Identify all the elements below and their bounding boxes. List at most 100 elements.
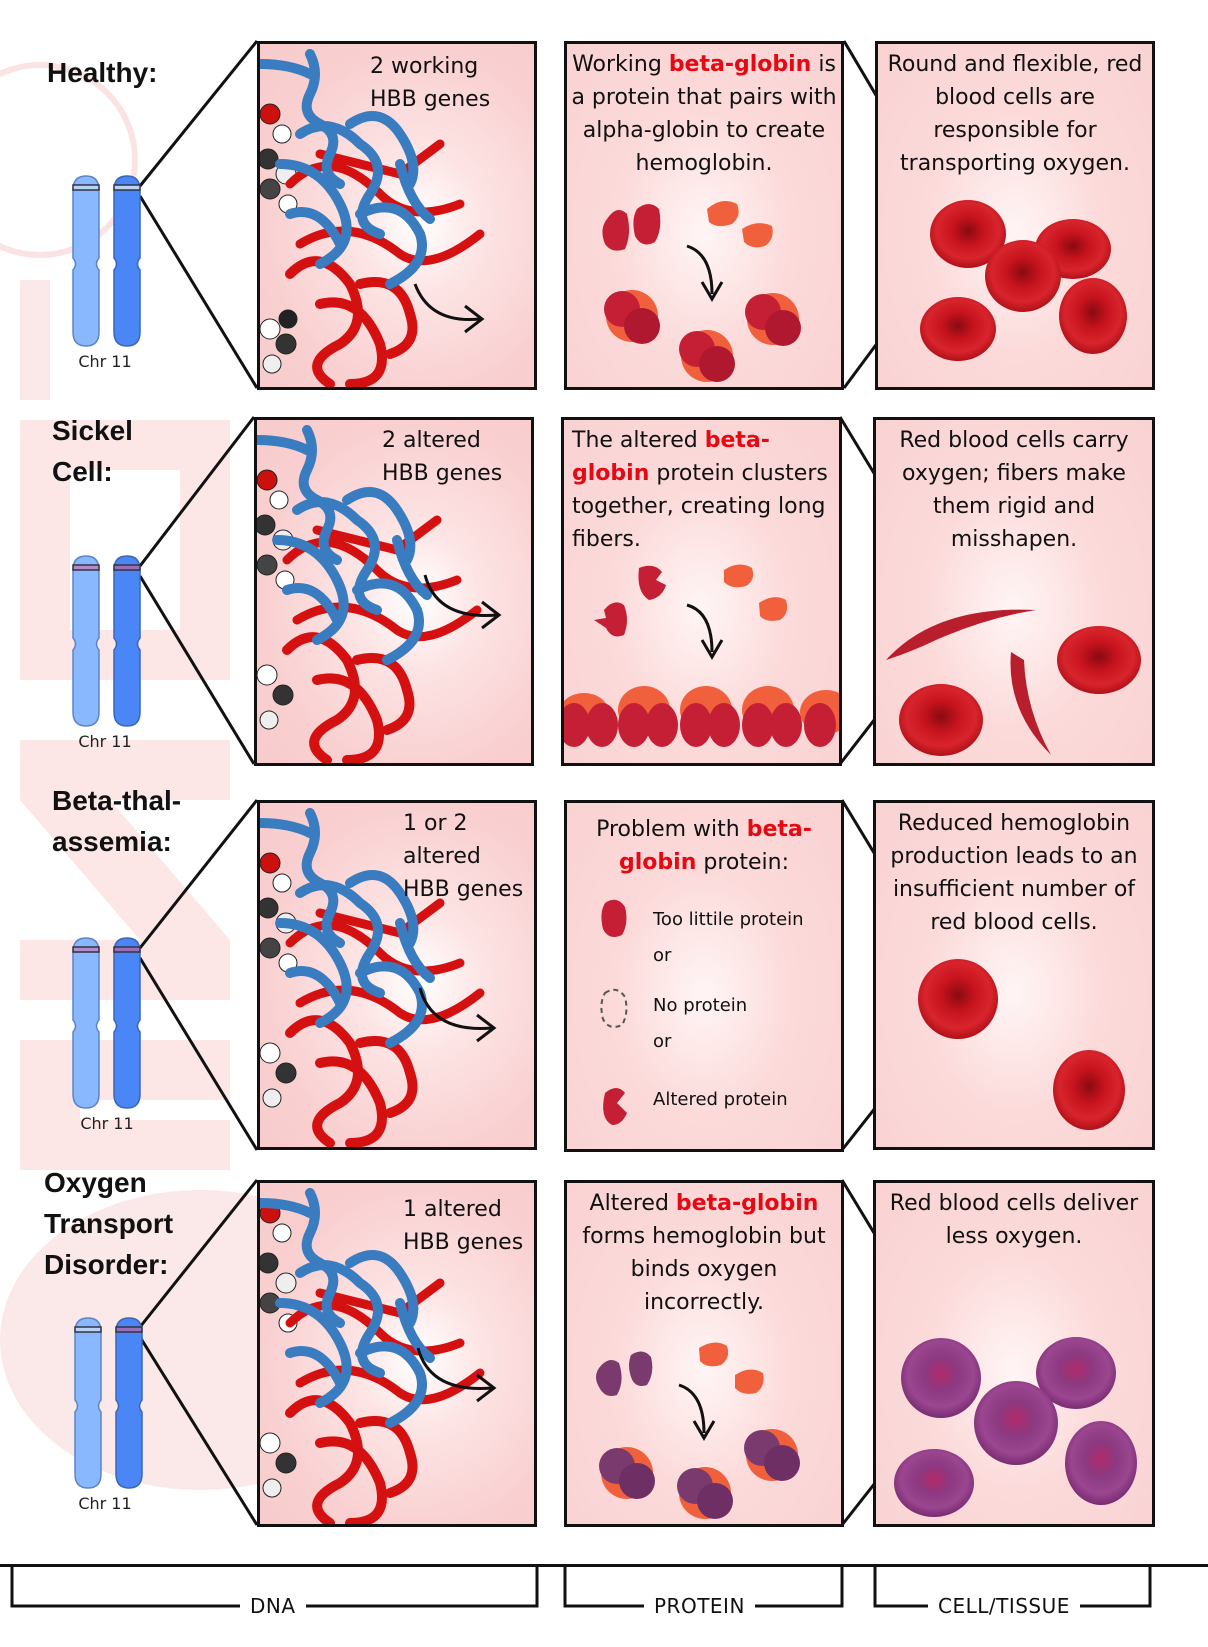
row-title-line: Transport [44,1208,174,1239]
chromosome-pair: Chr 11 [72,1317,162,1513]
hemoglobin-structure-icon [260,1188,497,1524]
alpha-globin-icon [707,200,739,227]
protein-option-label: Altered protein [653,1089,788,1110]
text-fragment: The altered [572,428,705,453]
alpha-globin-icon [742,223,773,248]
text-fragment: protein: [696,850,789,875]
altered-protein-icon [603,1088,627,1125]
footer-divider [0,1564,1208,1567]
down-arrow-icon [678,1383,716,1441]
protein-description: The altered beta-globin protein clusters… [572,424,838,556]
right-arrow-icon [423,574,502,630]
alpha-globin-icon [735,1369,764,1394]
dna-text-line: HBB genes [403,1230,524,1255]
row-title: Beta-thal- assemia: [52,780,181,862]
cell-description: Red blood cells deliver less oxygen. [889,1191,1139,1249]
right-arrow-icon [416,1347,497,1403]
cell-panel: Round and flexible, red blood cells are … [875,41,1155,390]
protein-panel: The altered beta-globin protein clusters… [561,417,842,766]
down-arrow-icon [686,603,724,660]
altered-beta-globin-icon [596,1359,622,1396]
chromosome-label: Chr 11 [80,1114,134,1133]
hemoglobin-structure-icon [260,808,497,1147]
dna-text-line: HBB genes [382,461,503,486]
text-fragment: Altered [589,1191,676,1216]
hemoglobin-fiber [564,686,839,747]
sickle-cell-icon [886,609,1036,660]
beta-globin-small-icon [601,899,627,937]
red-blood-cell-icon [1036,1337,1116,1409]
dna-panel: 2 altered HBB genes [254,417,534,766]
chromosome-11-icon [72,555,141,727]
cell-panel: Red blood cells carry oxygen; fibers mak… [873,417,1155,766]
row-title: Healthy: [47,52,157,93]
protein-panel: Working beta-globin is a protein that pa… [564,41,844,390]
hemoglobin-assembly-illustration [602,200,801,382]
red-blood-cell-icon [901,1338,981,1418]
chromosome-11-icon [74,1317,143,1489]
chromosome-label: Chr 11 [78,1494,132,1513]
dna-description: 1 or 2 altered HBB genes [403,807,534,906]
dna-column-label: DNA [240,1594,306,1618]
row-title-line: Disorder: [44,1249,169,1280]
dna-description: 2 working HBB genes [370,50,530,116]
protein-option-icons [600,899,628,1125]
row-title-line: Beta-thal- [52,785,182,816]
protein-option-separator: or [653,945,672,966]
beta-globin-highlight: beta-globin [572,428,770,486]
chromosome-pair: Chr 11 [70,555,160,751]
missing-protein-outline-icon [600,988,628,1028]
hemoglobin-structure-icon [260,49,485,387]
cell-panel: Reduced hemoglobin production leads to a… [873,800,1155,1150]
chromosome-pair: Chr 11 [70,937,160,1133]
right-arrow-icon [413,283,485,334]
text-fragment: is a protein that pairs with alpha-globi… [571,52,837,176]
hemoglobin-tetramer-icon [745,293,801,346]
altered-beta-globin-icon [638,565,666,600]
dna-panel: 1 or 2 altered HBB genes [257,800,537,1150]
cell-description: Round and flexible, red blood cells are … [887,52,1143,176]
beta-globin-highlight: beta-globin [668,52,812,77]
sickled-cells-illustration [886,609,1141,756]
hemoglobin-structure-icon [257,425,502,763]
red-blood-cell-icon [899,684,983,756]
altered-beta-globin-icon [594,602,627,637]
protein-option-label: No protein [653,995,748,1016]
dna-panel: 2 working HBB genes [257,41,537,390]
hemoglobin-tetramer-icon [604,290,660,344]
text-fragment: Problem with [596,817,747,842]
red-blood-cell-icon [920,297,996,361]
row-title-line: Cell: [52,456,113,487]
cell-description: Reduced hemoglobin production leads to a… [890,811,1138,935]
beta-globin-icon [602,210,630,251]
dna-text-line: 2 altered [382,428,481,453]
dna-text-line: 2 working [370,54,479,79]
red-blood-cell-icon [894,1449,974,1517]
row-title-line: Oxygen [44,1167,147,1198]
altered-hemoglobin-tetramer-icon [599,1447,655,1499]
red-blood-cell-icon [918,959,998,1039]
protein-panel: Altered beta-globin forms hemoglobin but… [564,1180,844,1527]
altered-hemoglobin-assembly-illustration [596,1342,800,1519]
dna-description: 2 altered HBB genes [382,424,531,490]
altered-beta-globin-icon [629,1351,653,1386]
dna-text-line: HBB genes [370,87,491,112]
dna-text-line: HBB genes [403,877,524,902]
sickle-fiber-illustration [564,564,839,747]
alpha-globin-icon [699,1342,729,1367]
protein-description: Working beta-globin is a protein that pa… [571,48,837,180]
dna-text-line: altered [403,844,481,869]
protein-option-separator: or [653,1031,672,1052]
alpha-globin-icon [759,597,788,621]
few-red-blood-cells-illustration [918,959,1125,1130]
text-fragment: Working [572,52,669,77]
row-title-line: assemia: [52,826,172,857]
red-blood-cell-icon [974,1381,1058,1465]
red-blood-cell-icon [1065,1421,1137,1505]
hemoglobin-tetramer-icon [679,330,735,382]
beta-globin-icon [633,204,661,245]
dna-description: 1 altered HBB genes [403,1193,534,1259]
cell-panel: Red blood cells deliver less oxygen. [873,1180,1155,1527]
chromosome-label: Chr 11 [78,352,132,371]
dna-text-line: 1 altered [403,1197,502,1222]
